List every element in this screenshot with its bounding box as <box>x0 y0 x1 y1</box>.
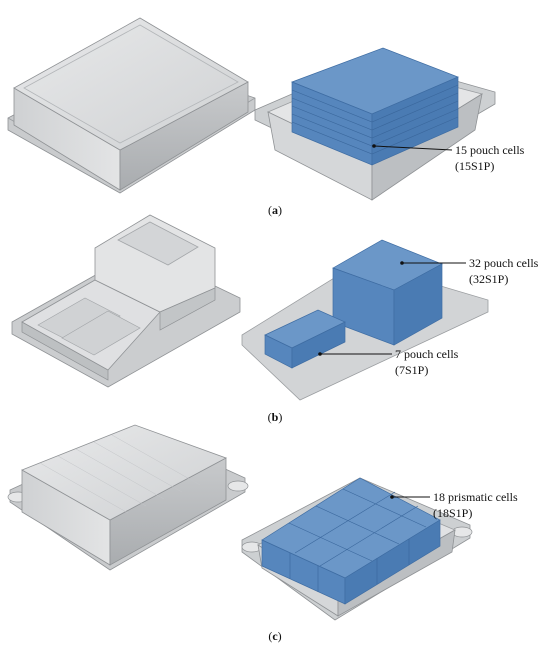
cell-array-18 <box>261 477 441 605</box>
panel-b: 32 pouch cells (32S1P) 7 pouch cells (7S… <box>11 214 539 424</box>
annotation-line2: (18S1P) <box>433 506 472 520</box>
annotation-line2: (15S1P) <box>455 159 494 173</box>
housing-closed-c <box>7 424 249 571</box>
panel-caption-b: (b) <box>268 410 283 424</box>
annotation-line1: 18 prismatic cells <box>433 490 518 504</box>
annotation-line1: 7 pouch cells <box>395 347 459 361</box>
annotation-line2: (7S1P) <box>395 363 428 377</box>
cell-block-7 <box>264 309 346 369</box>
cell-stack-15 <box>291 47 459 166</box>
panel-a: 15 pouch cells (15S1P) (a) <box>7 17 525 217</box>
panel-caption-a: (a) <box>268 203 282 217</box>
annotation-line1: 15 pouch cells <box>455 143 525 157</box>
panel-c: 18 prismatic cells (18S1P) (c) <box>7 424 518 643</box>
panel-caption-c: (c) <box>268 629 281 643</box>
annotation-line1: 32 pouch cells <box>469 256 539 270</box>
annotation-line2: (32S1P) <box>469 272 508 286</box>
housing-shaped-b <box>11 214 241 388</box>
cell-block-32 <box>332 239 443 346</box>
leader-line <box>373 145 453 151</box>
housing-closed-a <box>7 17 256 194</box>
